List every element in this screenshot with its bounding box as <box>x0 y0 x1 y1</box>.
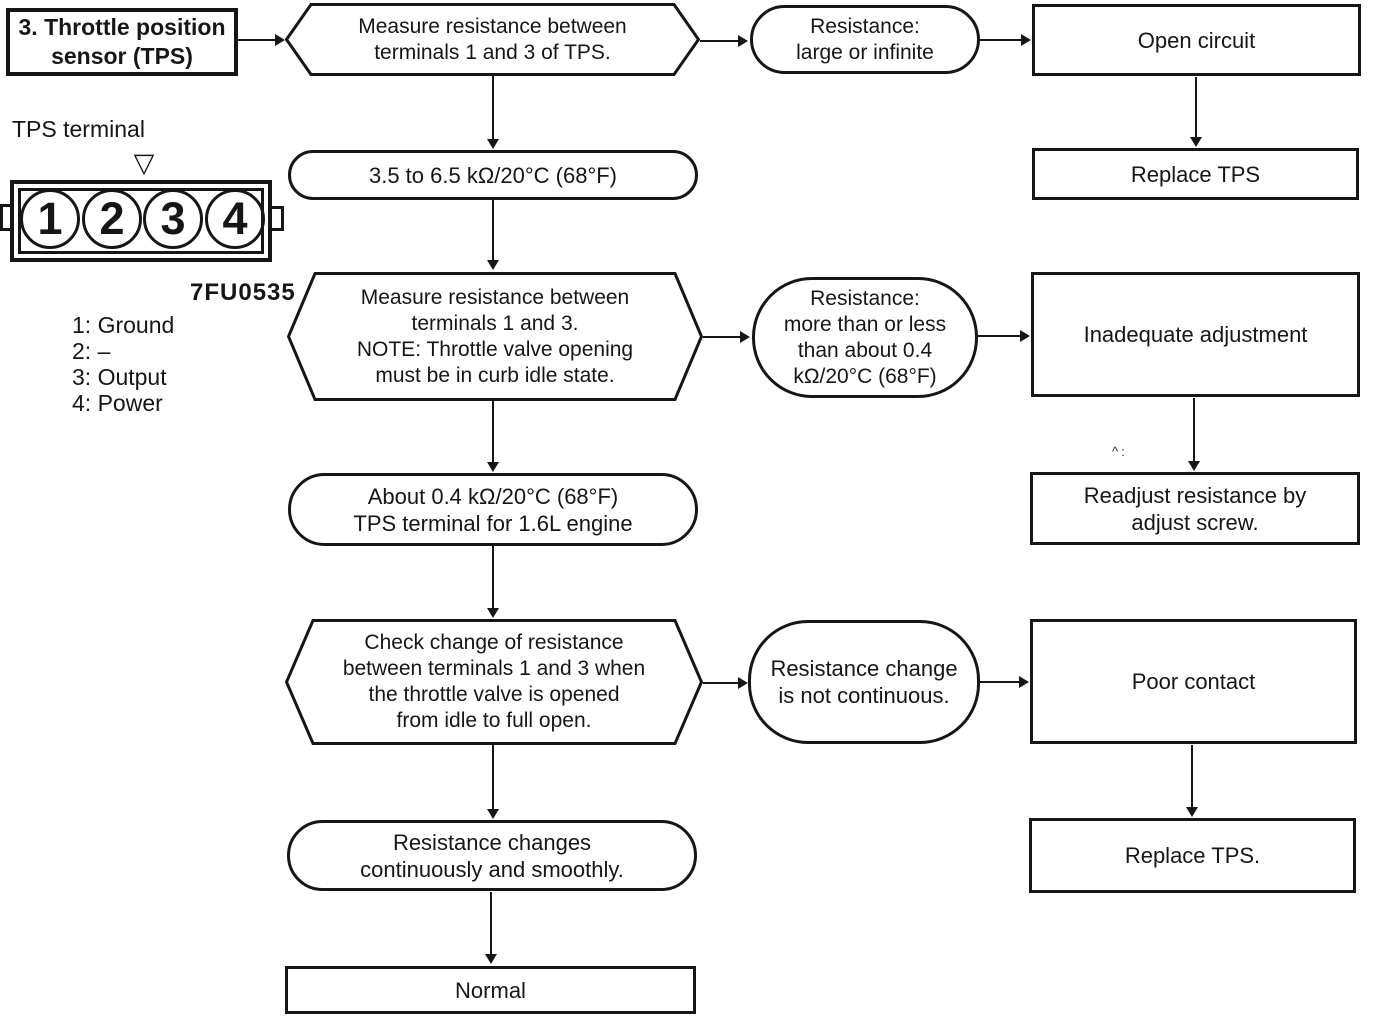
step2-line4: must be in curb idle state. <box>375 363 615 387</box>
step3-line3: the throttle valve is opened <box>368 683 620 706</box>
diagnosis-open-circuit: Open circuit <box>1032 4 1361 76</box>
arrowhead-step3-to-spec3 <box>487 809 499 819</box>
cond2-line1: Resistance: <box>810 286 920 310</box>
arrowhead-cond1-to-diag1 <box>1021 34 1031 46</box>
arrow-step2-to-cond2 <box>703 336 744 338</box>
connector-pin-2: 2 <box>82 189 142 249</box>
arrow-cond2-to-diag3 <box>978 335 1023 337</box>
arrowhead-diag3-to-readjust <box>1188 461 1200 471</box>
arrow-spec1-to-step2 <box>492 200 494 262</box>
pin-1-label: 1 <box>37 193 63 244</box>
arrowhead-cond2-to-diag3 <box>1020 330 1030 342</box>
section-title-line1: 3. Throttle position <box>18 14 226 40</box>
arrow-step1-to-cond1 <box>700 40 740 42</box>
connector-pin-1: 1 <box>20 189 80 249</box>
spec-result-2: About 0.4 kΩ/20°C (68°F) TPS terminal fo… <box>288 473 698 546</box>
action-replace-tps-1: Replace TPS <box>1032 148 1359 200</box>
arrow-step3-to-spec3 <box>492 745 494 811</box>
pin-legend-power: 4: Power <box>72 390 163 416</box>
pin-3-label: 3 <box>160 193 186 244</box>
diag4-line1: Readjust resistance by <box>1083 482 1307 508</box>
fault-condition-3: Resistance change is not continuous. <box>748 620 980 744</box>
arrowhead-spec3-to-normal <box>485 954 497 964</box>
cond1-line1: Resistance: <box>810 14 920 38</box>
diagnosis-inadequate-adjustment: Inadequate adjustment <box>1031 272 1360 397</box>
arrow-diag3-to-readjust <box>1193 398 1195 463</box>
cond1-line2: large or infinite <box>796 40 934 64</box>
section-title-box: 3. Throttle position sensor (TPS) <box>6 8 238 76</box>
step2-line1: Measure resistance between <box>360 285 630 309</box>
connector-pin-4: 4 <box>205 189 265 249</box>
cond2-line2: more than or less <box>783 312 947 336</box>
arrow-step2-to-spec2 <box>492 401 494 464</box>
pin-4-label: 4 <box>222 193 248 244</box>
connector-index-triangle-icon: ▽ <box>133 148 155 178</box>
scan-smudge-artifact: ^: <box>1112 444 1128 459</box>
action-replace-tps-2: Replace TPS. <box>1029 818 1356 893</box>
fault-condition-2: Resistance: more than or less than about… <box>752 277 978 398</box>
pin-legend-nc: 2: – <box>72 338 111 364</box>
spec-result-1: 3.5 to 6.5 kΩ/20°C (68°F) <box>288 150 698 200</box>
step-hexagon-measure-tps: Measure resistance between terminals 1 a… <box>285 3 700 76</box>
arrow-step1-to-spec1 <box>492 76 494 141</box>
arrow-diag5-to-replace2 <box>1191 745 1193 809</box>
arrowhead-step2-to-cond2 <box>740 331 750 343</box>
connector-pin-3: 3 <box>143 189 203 249</box>
pin-legend-output: 3: Output <box>72 364 167 390</box>
action-readjust-resistance: Readjust resistance by adjust screw. <box>1030 472 1360 545</box>
spec3-line2: continuously and smoothly. <box>360 856 624 882</box>
diag4-line2: adjust screw. <box>1131 509 1259 535</box>
arrowhead-step2-to-spec2 <box>487 462 499 472</box>
diag1-line1: Open circuit <box>1137 27 1256 53</box>
arrowhead-step3-to-cond3 <box>738 677 748 689</box>
spec2-line1: About 0.4 kΩ/20°C (68°F) <box>367 483 619 509</box>
cond2-line3: than about 0.4 <box>797 338 933 362</box>
spec-result-3: Resistance changes continuously and smoo… <box>287 820 697 891</box>
step-hexagon-check-change: Check change of resistance between termi… <box>285 619 703 745</box>
arrowhead-spec1-to-step2 <box>487 260 499 270</box>
arrowhead-spec2-to-step3 <box>487 608 499 618</box>
pin-2-label: 2 <box>99 193 125 244</box>
arrowhead-title-to-step1 <box>275 34 285 46</box>
diagnosis-poor-contact: Poor contact <box>1030 619 1357 744</box>
connector-caption: TPS terminal <box>12 116 145 142</box>
section-title-line2: sensor (TPS) <box>51 43 193 69</box>
figure-code: 7FU0535 <box>190 279 296 306</box>
spec1-line1: 3.5 to 6.5 kΩ/20°C (68°F) <box>368 162 618 188</box>
step3-line4: from idle to full open. <box>396 709 592 732</box>
final-result-label: Normal <box>455 977 526 1003</box>
step1-line2: terminals 1 and 3 of TPS. <box>374 40 611 64</box>
arrow-diag1-to-replace <box>1195 77 1197 139</box>
diag5-line1: Poor contact <box>1131 669 1256 694</box>
cond3-line1: Resistance change <box>770 656 958 681</box>
arrowhead-step1-to-spec1 <box>487 139 499 149</box>
spec3-line1: Resistance changes <box>392 829 592 855</box>
fault-condition-1: Resistance: large or infinite <box>750 5 980 74</box>
diag3-line1: Inadequate adjustment <box>1083 322 1308 347</box>
diag2-line1: Replace TPS <box>1130 161 1261 187</box>
spec2-line2: TPS terminal for 1.6L engine <box>353 510 633 536</box>
diag6-line1: Replace TPS. <box>1124 843 1261 868</box>
step3-line1: Check change of resistance <box>364 631 624 654</box>
step1-line1: Measure resistance between <box>358 14 627 38</box>
step2-line3: NOTE: Throttle valve opening <box>356 337 634 361</box>
arrow-title-to-step1 <box>238 39 280 41</box>
arrow-spec3-to-normal <box>490 892 492 956</box>
step-hexagon-curb-idle: Measure resistance between terminals 1 a… <box>287 272 703 401</box>
arrow-spec2-to-step3 <box>492 546 494 610</box>
pin-legend-ground: 1: Ground <box>72 312 175 338</box>
arrow-step3-to-cond3 <box>703 682 742 684</box>
arrowhead-diag1-to-replace <box>1190 137 1202 147</box>
arrow-cond3-to-diag5 <box>980 681 1022 683</box>
cond2-line4: kΩ/20°C (68°F) <box>793 364 937 388</box>
arrowhead-step1-to-cond1 <box>738 35 748 47</box>
pin-legend: 1: Ground 2: – 3: Output 4: Power <box>72 312 174 416</box>
arrowhead-diag5-to-replace2 <box>1186 807 1198 817</box>
arrow-cond1-to-diag1 <box>980 39 1024 41</box>
final-result-box: Normal <box>285 966 696 1014</box>
step2-line2: terminals 1 and 3. <box>411 311 579 335</box>
step3-line2: between terminals 1 and 3 when <box>342 657 646 680</box>
cond3-line2: is not continuous. <box>778 683 950 708</box>
arrowhead-cond3-to-diag5 <box>1019 676 1029 688</box>
